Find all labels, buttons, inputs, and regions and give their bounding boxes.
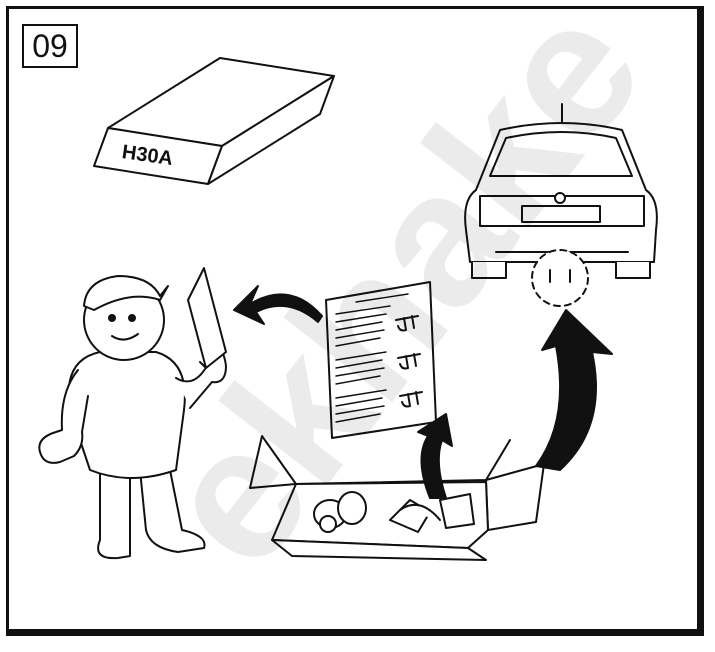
step-number: 09 (22, 24, 78, 68)
parts-box-icon: H30A (94, 58, 334, 184)
mechanic-icon (39, 268, 226, 558)
instruction-sheet-icon (326, 282, 436, 438)
car-rear-icon (465, 104, 657, 306)
open-kit-box-icon (250, 436, 544, 560)
